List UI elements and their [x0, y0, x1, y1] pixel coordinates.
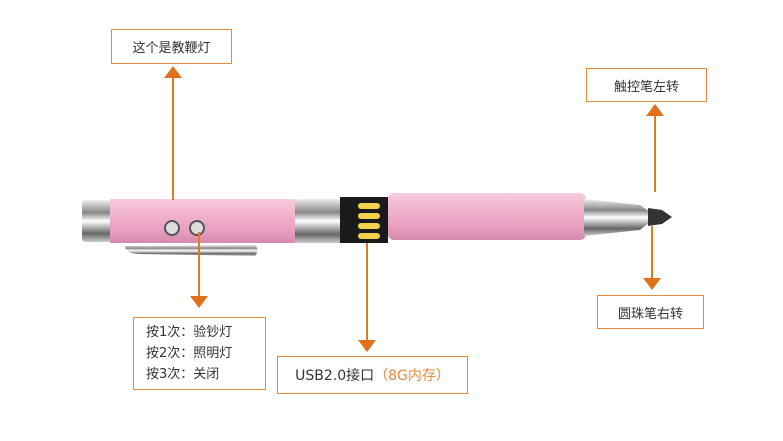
mode-1: 按1次：验钞灯 — [146, 325, 233, 340]
button-modes-label: 按1次：验钞灯 按2次：照明灯 按3次：关闭 — [133, 317, 266, 390]
metal-tip — [584, 199, 650, 236]
light-button — [189, 220, 205, 236]
mode-2: 按2次：照明灯 — [146, 346, 233, 361]
usb-capacity-text: （8G内存） — [374, 368, 450, 384]
laser-button — [164, 220, 180, 236]
stylus-left-label: 触控笔左转 — [586, 68, 707, 102]
callout-line — [172, 78, 174, 200]
usb-label: USB2.0接口（8G内存） — [277, 356, 468, 394]
laser-pointer-label: 这个是教鞭灯 — [111, 29, 232, 64]
pen-ring — [295, 199, 340, 243]
arrow-down-icon — [358, 340, 376, 352]
pen-cap — [388, 193, 586, 240]
callout-line — [651, 226, 653, 278]
arrow-up-icon — [646, 104, 664, 116]
mode-3: 按3次：关闭 — [146, 367, 220, 382]
usb-interface-text: USB2.0接口 — [295, 368, 375, 384]
pen-body — [110, 199, 297, 243]
callout-line — [654, 116, 656, 192]
stylus-tip — [648, 208, 672, 226]
arrow-down-icon — [190, 296, 208, 308]
pen-clip — [125, 245, 258, 256]
callout-line — [366, 243, 368, 340]
arrow-up-icon — [164, 66, 182, 78]
callout-line — [198, 232, 200, 296]
arrow-down-icon — [643, 278, 661, 290]
ballpoint-right-label: 圆珠笔右转 — [597, 295, 704, 329]
pen-end-cap — [82, 200, 112, 242]
